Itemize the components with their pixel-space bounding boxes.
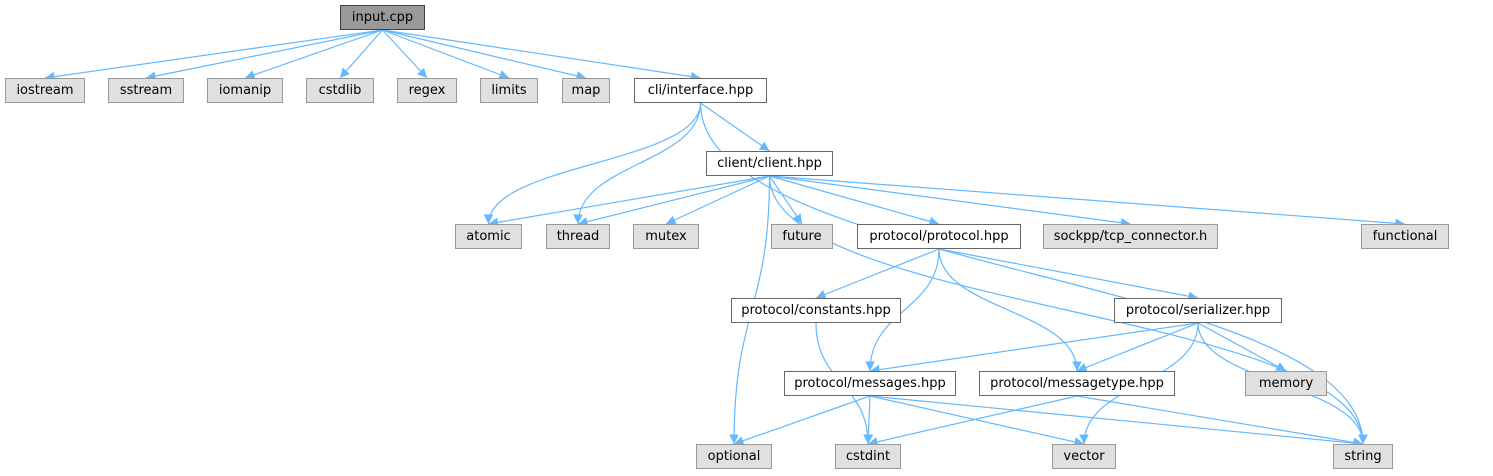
- edge-protocol-messages-to-vector: [869, 395, 1085, 447]
- edge-protocol-protocol-to-protocol-messages: [865, 248, 940, 372]
- edge-protocol-messagetype-to-string: [1076, 395, 1364, 448]
- node-string[interactable]: string: [1333, 444, 1393, 469]
- edge-client-client-to-thread: [577, 175, 770, 227]
- edge-cli-interface-to-atomic: [483, 102, 702, 225]
- edge-protocol-serializer-to-protocol-messagetype: [1076, 322, 1199, 372]
- edge-client-client-to-mutex: [665, 175, 770, 225]
- edge-client-client-to-sockpp: [769, 175, 1131, 228]
- node-protocol-protocol[interactable]: protocol/protocol.hpp: [857, 224, 1021, 249]
- node-cstdint[interactable]: cstdint: [835, 444, 901, 469]
- edge-input-cpp-to-cstdlib: [339, 29, 383, 79]
- node-cli-interface[interactable]: cli/interface.hpp: [634, 78, 767, 103]
- edge-input-cpp-to-iostream: [44, 29, 383, 82]
- edge-protocol-serializer-to-protocol-messages: [869, 322, 1199, 375]
- node-protocol-messagetype[interactable]: protocol/messagetype.hpp: [979, 371, 1175, 396]
- edge-client-client-to-atomic: [488, 175, 770, 228]
- node-sstream[interactable]: sstream: [108, 78, 184, 103]
- edge-input-cpp-to-limits: [382, 29, 510, 80]
- node-future[interactable]: future: [771, 224, 833, 249]
- node-input-cpp[interactable]: input.cpp: [340, 5, 425, 30]
- node-optional[interactable]: optional: [696, 444, 772, 469]
- node-iomanip[interactable]: iomanip: [207, 78, 283, 103]
- node-protocol-constants[interactable]: protocol/constants.hpp: [731, 298, 901, 323]
- edge-client-client-to-functional: [769, 175, 1406, 229]
- edge-protocol-protocol-to-protocol-constants: [815, 248, 940, 299]
- node-protocol-serializer[interactable]: protocol/serializer.hpp: [1114, 298, 1282, 323]
- edge-protocol-protocol-to-protocol-messagetype: [938, 248, 1082, 372]
- edge-input-cpp-to-regex: [382, 29, 428, 79]
- node-client-client[interactable]: client/client.hpp: [706, 151, 833, 176]
- node-regex[interactable]: regex: [397, 78, 457, 103]
- node-vector[interactable]: vector: [1052, 444, 1116, 469]
- node-limits[interactable]: limits: [480, 78, 538, 103]
- edge-input-cpp-to-cli-interface: [382, 29, 701, 82]
- edge-cli-interface-to-thread: [573, 102, 702, 225]
- edge-input-cpp-to-iomanip: [244, 29, 383, 80]
- edge-protocol-messages-to-string: [869, 395, 1364, 448]
- node-atomic[interactable]: atomic: [455, 224, 522, 249]
- edge-protocol-serializer-to-memory: [1197, 322, 1287, 372]
- edge-protocol-protocol-to-protocol-serializer: [938, 248, 1199, 301]
- edge-client-client-to-future: [769, 175, 803, 225]
- node-sockpp[interactable]: sockpp/tcp_connector.h: [1043, 224, 1218, 249]
- node-protocol-messages[interactable]: protocol/messages.hpp: [784, 371, 956, 396]
- node-thread[interactable]: thread: [546, 224, 610, 249]
- edge-protocol-messages-to-cstdint: [863, 395, 874, 445]
- edge-protocol-messages-to-optional: [733, 395, 871, 446]
- node-cstdlib[interactable]: cstdlib: [306, 78, 374, 103]
- node-functional[interactable]: functional: [1361, 224, 1449, 249]
- edge-protocol-messagetype-to-cstdint: [867, 395, 1078, 447]
- node-mutex[interactable]: mutex: [633, 224, 699, 249]
- edge-cli-interface-to-client-client: [700, 102, 770, 152]
- node-memory[interactable]: memory: [1245, 371, 1327, 396]
- node-map[interactable]: map: [562, 78, 610, 103]
- edge-input-cpp-to-sstream: [145, 29, 383, 81]
- node-iostream[interactable]: iostream: [5, 78, 85, 103]
- edge-client-client-to-protocol-protocol: [769, 175, 940, 227]
- edge-input-cpp-to-map: [382, 29, 587, 81]
